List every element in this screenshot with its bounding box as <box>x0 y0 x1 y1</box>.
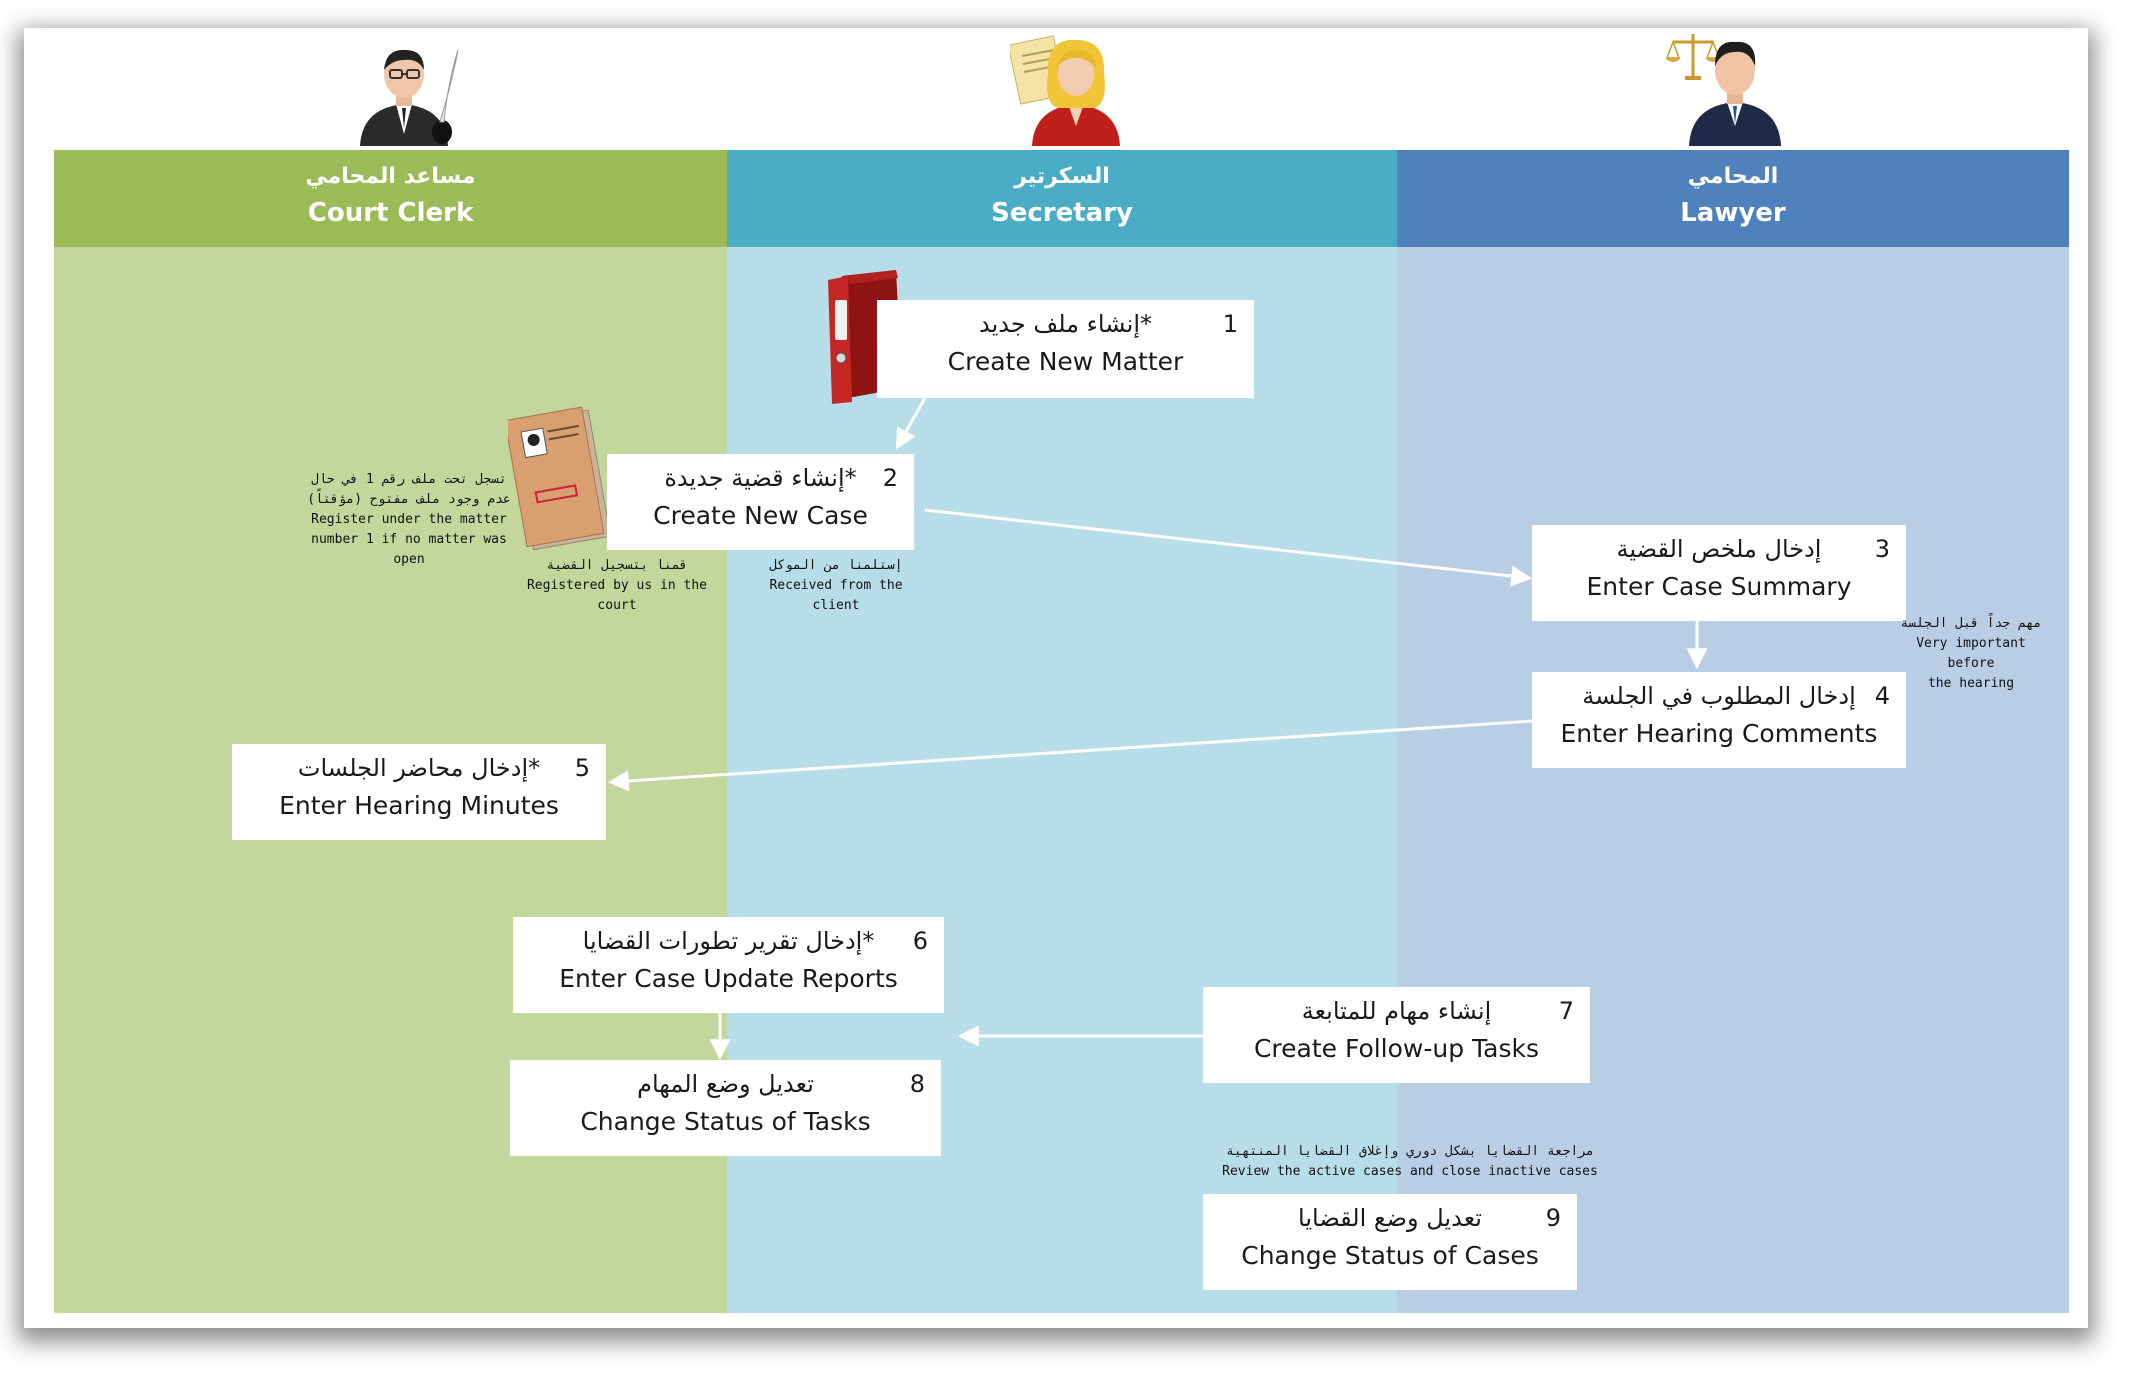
lane-title-arabic: المحامي <box>1687 164 1779 189</box>
secretary-with-document-icon <box>1010 35 1120 146</box>
step-label-arabic: *إنشاء ملف جديد <box>979 310 1152 338</box>
note-english: Received from the client <box>769 578 903 613</box>
note-english-line2: the hearing <box>1927 676 2015 691</box>
arrow-2-to-3 <box>924 508 1533 587</box>
note-arabic: مهم جداً قبل الجلسة <box>1900 616 2042 631</box>
note-arabic: تسجل تحت ملف رقم 1 في حال عدم وجود ملف م… <box>307 472 511 507</box>
step-label-english: Create New Case <box>653 501 868 530</box>
step-number: 6 <box>912 927 928 955</box>
note-registered-by-us: قمنا بتسجيل القضية Registered by us in t… <box>520 556 714 616</box>
note-arabic: قمنا بتسجيل القضية <box>546 558 688 573</box>
step-label-arabic: *إدخال محاضر الجلسات <box>297 754 541 782</box>
lane-title-english: Lawyer <box>1680 198 1786 228</box>
lane-header-lawyer: المحامي Lawyer <box>1397 150 2069 247</box>
step-4-enter-hearing-comments[interactable]: 4 إدخال المطلوب في الجلسة Enter Hearing … <box>1532 672 1906 768</box>
note-received-from-client: إستلمنا من الموكل Received from the clie… <box>744 556 928 616</box>
lane-header-court-clerk: مساعد المحامي Court Clerk <box>54 150 727 247</box>
step-number: 9 <box>1545 1204 1561 1232</box>
clerk-with-quill-icon <box>360 49 459 146</box>
note-english-line2: number 1 if no matter was open <box>311 532 507 567</box>
note-arabic: مراجعة القضايا بشكل دوري وإغلاق القضايا … <box>1226 1144 1594 1159</box>
step-label-arabic: إدخال المطلوب في الجلسة <box>1582 682 1856 710</box>
note-register-under-matter: تسجل تحت ملف رقم 1 في حال عدم وجود ملف م… <box>300 470 518 570</box>
step-6-enter-case-update-reports[interactable]: 6 *إدخال تقرير تطورات القضايا Enter Case… <box>513 917 944 1013</box>
note-review-active-cases: مراجعة القضايا بشكل دوري وإغلاق القضايا … <box>1190 1142 1630 1182</box>
step-label-english: Create Follow-up Tasks <box>1253 1034 1540 1063</box>
step-label-arabic: تعديل وضع القضايا <box>1298 1204 1482 1232</box>
lane-header-secretary: السكرتير Secretary <box>727 150 1397 247</box>
lane-lawyer: المحامي Lawyer <box>1397 150 2069 1313</box>
step-label-english: Create New Matter <box>947 347 1184 376</box>
step-2-create-new-case[interactable]: 2 *إنشاء قضية جديدة Create New Case <box>607 454 914 550</box>
note-important-before-hearing: مهم جداً قبل الجلسة Very important befor… <box>1890 614 2052 694</box>
step-label-arabic: *إنشاء قضية جديدة <box>664 464 857 492</box>
lane-title-arabic: السكرتير <box>1014 164 1110 189</box>
note-arabic: إستلمنا من الموكل <box>769 558 903 573</box>
step-5-enter-hearing-minutes[interactable]: 5 *إدخال محاضر الجلسات Enter Hearing Min… <box>232 744 606 840</box>
step-9-change-status-of-cases[interactable]: 9 تعديل وضع القضايا Change Status of Cas… <box>1203 1194 1577 1290</box>
lane-title-english: Secretary <box>991 198 1133 228</box>
step-label-english: Change Status of Tasks <box>580 1107 871 1136</box>
step-label-english: Enter Hearing Comments <box>1560 719 1878 748</box>
lane-title-english: Court Clerk <box>307 198 474 228</box>
note-english: Registered by us in the court <box>526 578 707 613</box>
step-label-english: Change Status of Cases <box>1241 1241 1539 1270</box>
step-number: 1 <box>1222 310 1238 338</box>
arrow-4-to-5 <box>607 719 1533 792</box>
lane-title-arabic: مساعد المحامي <box>305 164 476 189</box>
step-1-create-new-matter[interactable]: 1 *إنشاء ملف جديد Create New Matter <box>877 300 1254 398</box>
step-label-english: Enter Case Summary <box>1586 572 1852 601</box>
step-number: 8 <box>909 1070 925 1098</box>
step-label-english: Enter Case Update Reports <box>559 964 898 993</box>
step-3-enter-case-summary[interactable]: 3 إدخال ملخص القضية Enter Case Summary <box>1532 525 1906 621</box>
arrow-1-to-2 <box>895 397 927 450</box>
step-number: 7 <box>1558 997 1574 1025</box>
lane-body-lawyer <box>1397 247 2069 1313</box>
case-folder-icon <box>508 406 612 551</box>
step-label-arabic: تعديل وضع المهام <box>637 1070 814 1098</box>
step-number: 5 <box>574 754 590 782</box>
step-label-arabic: إدخال ملخص القضية <box>1616 535 1822 563</box>
step-number: 3 <box>1874 535 1890 563</box>
note-english: Review the active cases and close inacti… <box>1222 1164 1598 1179</box>
step-8-change-status-of-tasks[interactable]: 8 تعديل وضع المهام Change Status of Task… <box>510 1060 941 1156</box>
step-label-arabic: إنشاء مهام للمتابعة <box>1301 997 1492 1025</box>
step-label-arabic: *إدخال تقرير تطورات القضايا <box>582 927 875 955</box>
lawyer-with-scales-icon <box>1665 34 1781 146</box>
step-label-english: Enter Hearing Minutes <box>279 791 559 820</box>
note-english-line1: Register under the matter <box>311 512 507 527</box>
step-number: 2 <box>882 464 898 492</box>
step-7-create-follow-up-tasks[interactable]: 7 إنشاء مهام للمتابعة Create Follow-up T… <box>1203 987 1590 1083</box>
step-number: 4 <box>1874 682 1890 710</box>
note-english-line1: Very important before <box>1916 636 2026 671</box>
